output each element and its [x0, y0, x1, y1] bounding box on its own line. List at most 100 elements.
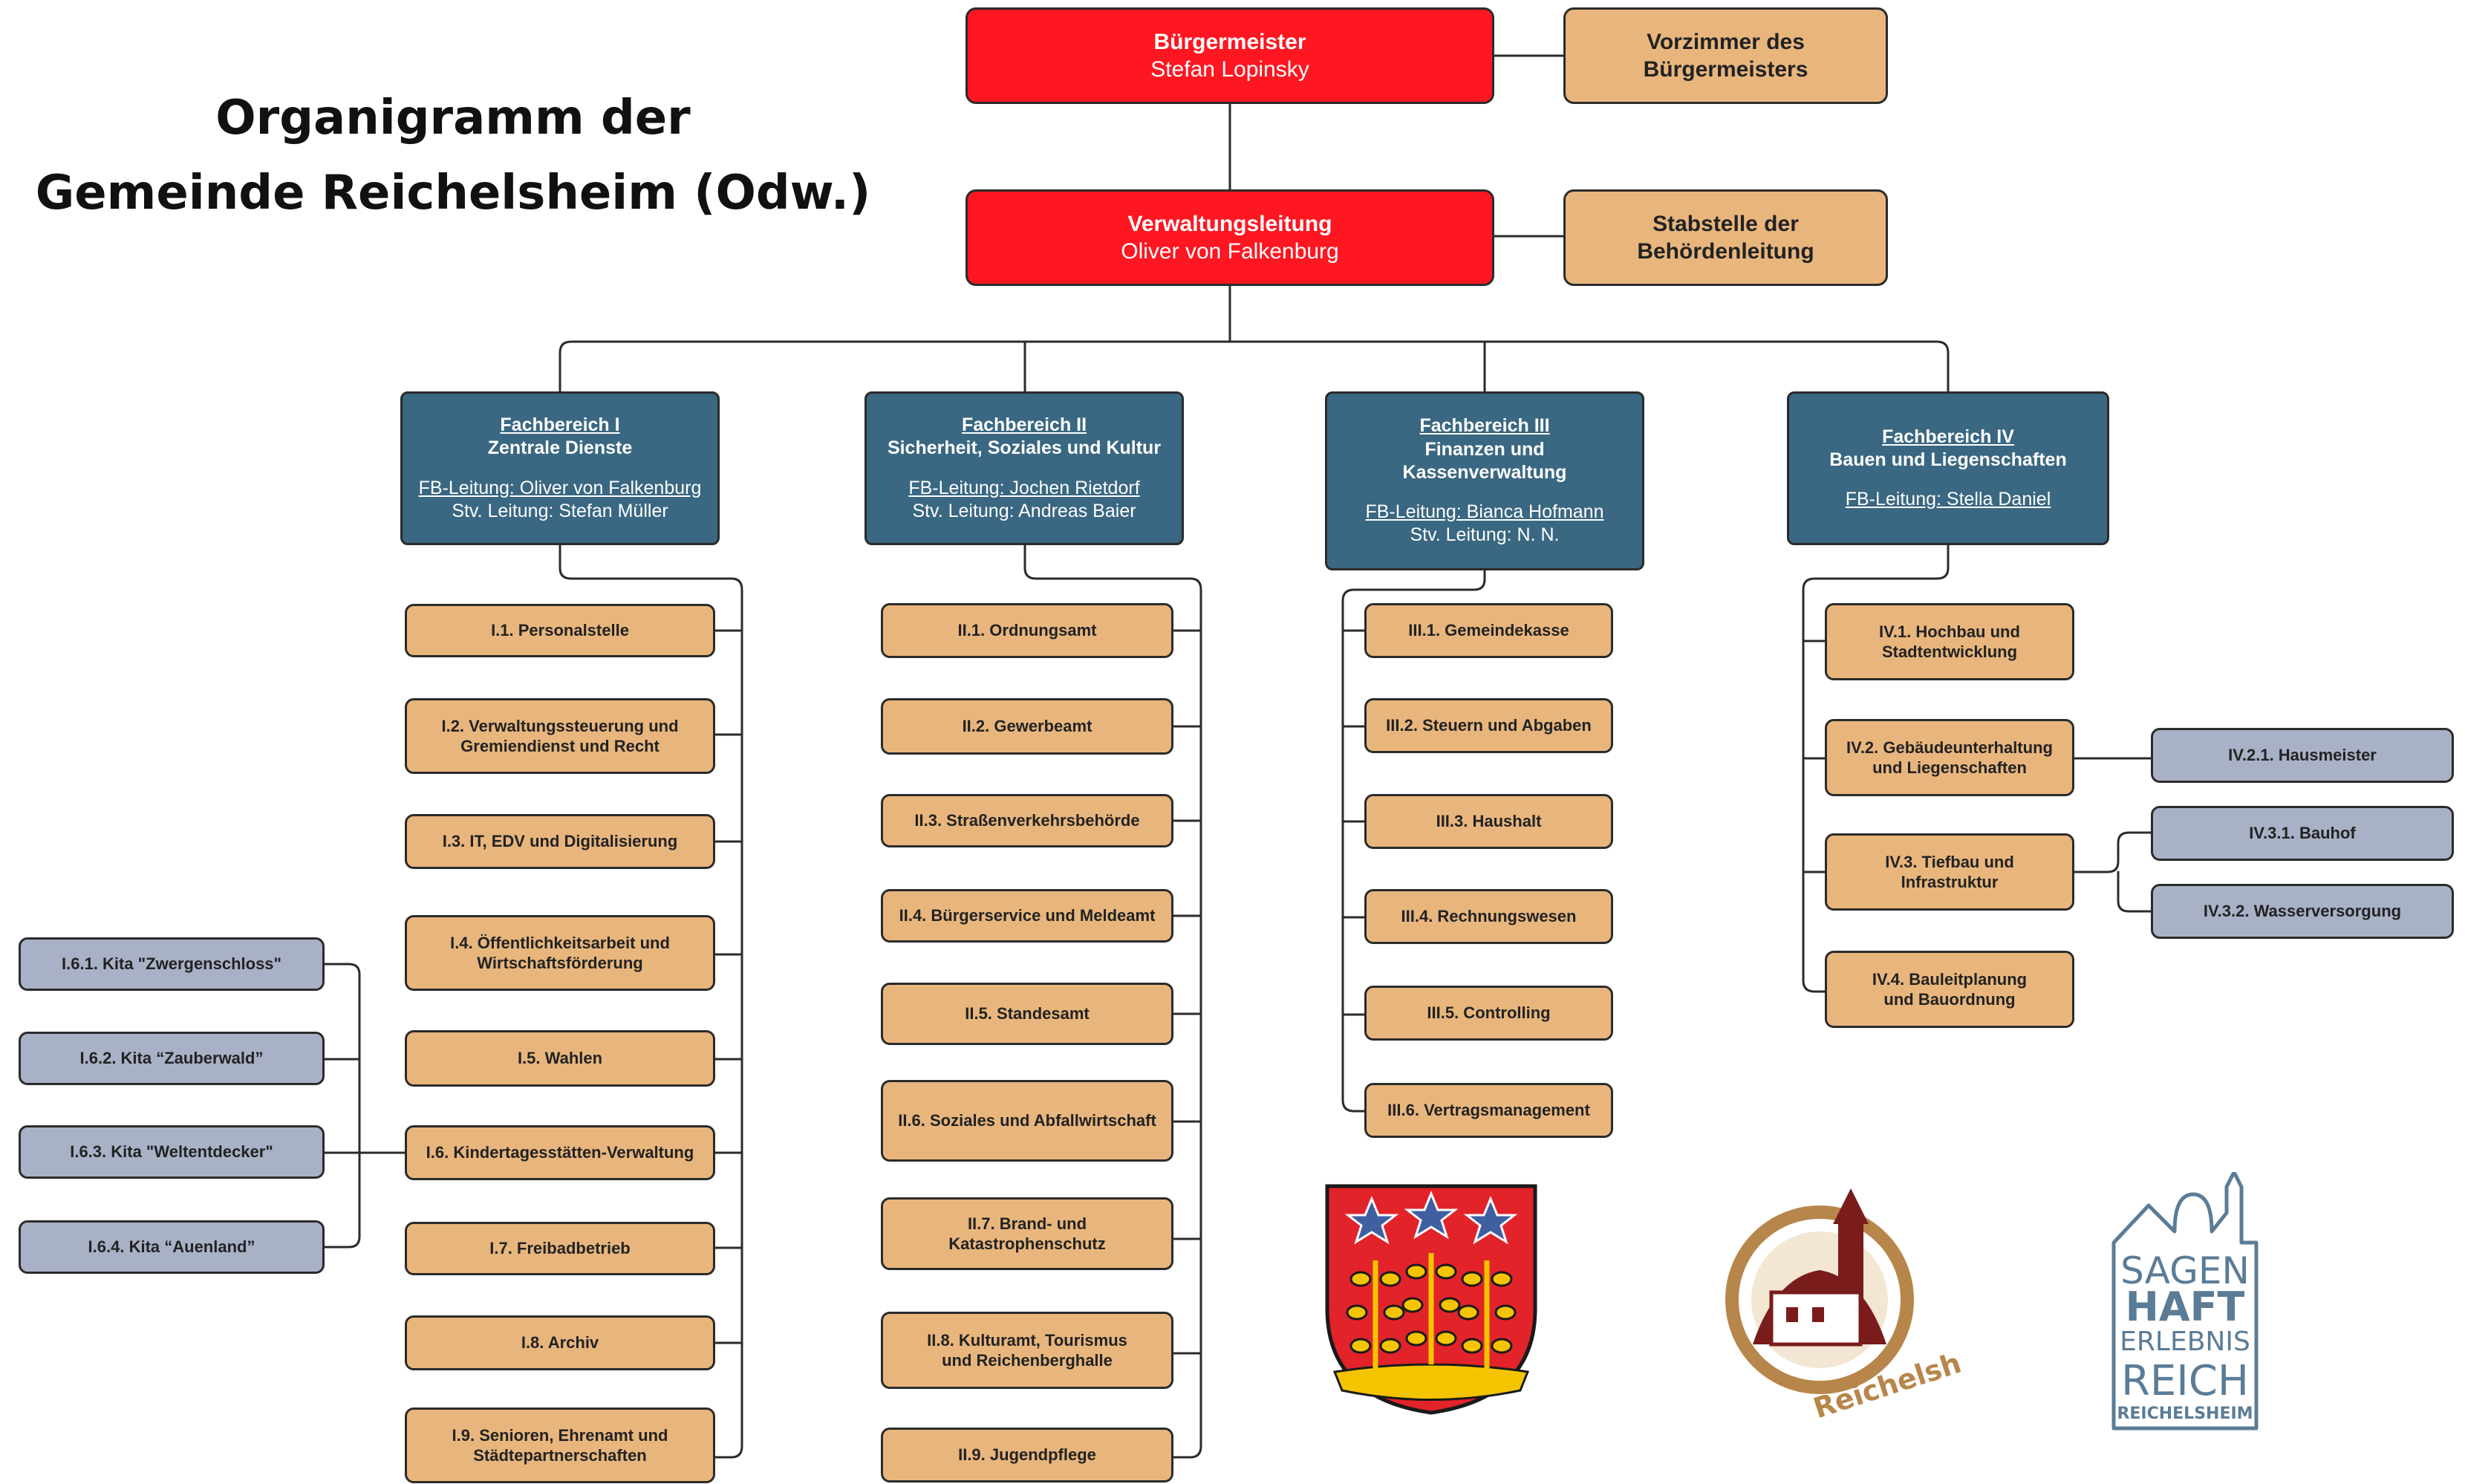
title-line-2: Gemeinde Reichelsheim (Odw.)	[35, 166, 871, 221]
unit-box-label-1: III.3. Haushalt	[1436, 812, 1542, 831]
admin-lead-role: Verwaltungsleitung	[1127, 211, 1332, 236]
unit-box-label-2: und Liegenschaften	[1872, 758, 2027, 777]
unit-box-label-1: II.3. Straßenverkehrsbehörde	[914, 811, 1140, 830]
department-1-lead: FB-Leitung: Oliver von Falkenburg	[418, 477, 702, 498]
mayor-role: Bürgermeister	[1153, 29, 1306, 54]
unit-box-label-2: und Bauordnung	[1883, 990, 2016, 1009]
unit-box: III.5. Controlling	[1364, 986, 1613, 1041]
unit-box-label-1: IV.4. Bauleitplanung	[1872, 969, 2028, 989]
church-logo-icon: Reichelsheim	[1725, 1188, 1961, 1419]
subunit-box: IV.3.1. Bauhof	[2151, 806, 2454, 861]
unit-box-label-1: III.4. Rechnungswesen	[1401, 907, 1577, 926]
unit-box-label-1: II.5. Standesamt	[965, 1004, 1090, 1023]
department-2-deputy: Stv. Leitung: Andreas Baier	[912, 500, 1136, 521]
subunit-box-label: I.6.4. Kita “Auenland”	[88, 1237, 255, 1257]
sagenhaft-logo-icon: SAGEN HAFT ERLEBNIS REICH REICHELSHEIM	[2111, 1172, 2259, 1431]
department-1-box: Fachbereich I Zentrale Dienste FB-Leitun…	[400, 391, 720, 545]
unit-box: I.7. Freibadbetrieb	[405, 1222, 715, 1275]
staff-unit-box: Stabstelle der Behördenleitung	[1563, 189, 1888, 286]
unit-box-label-2: Katastrophenschutz	[948, 1234, 1106, 1253]
unit-box-label-1: I.2. Verwaltungssteuerung und	[441, 716, 679, 735]
unit-box-label-1: II.9. Jugendpflege	[958, 1445, 1096, 1465]
subunit-box: I.6.2. Kita “Zauberwald”	[19, 1032, 325, 1085]
department-3-deputy: Stv. Leitung: N. N.	[1410, 524, 1560, 546]
coat-of-arms-icon	[1325, 1184, 1537, 1415]
unit-box: III.6. Vertragsmanagement	[1364, 1083, 1613, 1138]
sagenhaft-word-1: SAGEN	[2120, 1249, 2250, 1292]
unit-box: II.3. Straßenverkehrsbehörde	[881, 794, 1173, 847]
unit-box-label-2: Städtepartnerschaften	[473, 1446, 647, 1465]
department-3-box: Fachbereich III Finanzen und Kassenverwa…	[1325, 391, 1644, 570]
unit-box-label-1: I.9. Senioren, Ehrenamt und	[452, 1425, 668, 1445]
subunit-box-label: IV.3.2. Wasserversorgung	[2203, 902, 2402, 921]
unit-box: III.3. Haushalt	[1364, 794, 1613, 849]
unit-box: II.9. Jugendpflege	[881, 1428, 1173, 1483]
department-4-name: Bauen und Liegenschaften	[1829, 449, 2067, 470]
unit-box: I.8. Archiv	[405, 1315, 715, 1370]
unit-box: I.6. Kindertagesstätten-Verwaltung	[405, 1125, 715, 1180]
unit-box: I.3. IT, EDV und Digitalisierung	[405, 814, 715, 869]
department-2-title: Fachbereich II	[961, 414, 1087, 435]
unit-box: II.5. Standesamt	[881, 983, 1173, 1045]
unit-box-label-1: I.5. Wahlen	[517, 1049, 603, 1068]
department-3-name-2: Kassenverwaltung	[1402, 461, 1567, 483]
unit-box-label-2: Gremiendienst und Recht	[460, 737, 660, 755]
department-4-box: Fachbereich IV Bauen und Liegenschaften …	[1787, 391, 2109, 545]
unit-box: II.1. Ordnungsamt	[881, 603, 1173, 658]
unit-box: III.1. Gemeindekasse	[1364, 603, 1613, 658]
subunit-box: I.6.4. Kita “Auenland”	[19, 1220, 325, 1274]
unit-box-label-1: I.8. Archiv	[521, 1333, 599, 1353]
department-1-title: Fachbereich I	[500, 414, 620, 435]
subunit-box: I.6.1. Kita "Zwergenschloss"	[19, 937, 325, 991]
unit-box: I.1. Personalstelle	[405, 604, 715, 657]
unit-box-label-1: III.2. Steuern und Abgaben	[1386, 716, 1592, 735]
unit-box-label-2: Wirtschaftsförderung	[477, 954, 643, 972]
subunit-box: I.6.3. Kita "Weltentdecker"	[19, 1125, 325, 1179]
unit-box: I.5. Wahlen	[405, 1030, 715, 1087]
unit-box-label-1: IV.1. Hochbau und	[1879, 622, 2020, 641]
mayor-name: Stefan Lopinsky	[1150, 57, 1309, 82]
unit-box: III.2. Steuern und Abgaben	[1364, 698, 1613, 753]
unit-box: II.2. Gewerbeamt	[881, 698, 1173, 755]
sagenhaft-word-4: REICH	[2121, 1357, 2249, 1405]
unit-box-label-1: II.4. Bürgerservice und Meldeamt	[899, 906, 1156, 925]
subunit-box-label: IV.3.1. Bauhof	[2249, 824, 2356, 843]
admin-lead-name: Oliver von Falkenburg	[1121, 239, 1339, 264]
department-1-deputy: Stv. Leitung: Stefan Müller	[452, 500, 668, 521]
unit-box-label-2: Infrastruktur	[1901, 873, 1999, 891]
unit-box-label-1: IV.2. Gebäudeunterhaltung	[1846, 738, 2053, 757]
staff-unit-line-2: Behördenleitung	[1637, 239, 1814, 264]
unit-box-label-1: III.5. Controlling	[1427, 1003, 1551, 1023]
department-4-title: Fachbereich IV	[1882, 426, 2014, 447]
page-subtitle: Gemeinde Reichelsheim (Odw.)	[0, 166, 906, 221]
department-4-lead: FB-Leitung: Stella Daniel	[1845, 489, 2051, 510]
department-1-name: Zentrale Dienste	[487, 437, 633, 459]
unit-box-label-1: II.8. Kulturamt, Tourismus	[927, 1330, 1127, 1350]
unit-box-label-1: I.7. Freibadbetrieb	[489, 1239, 631, 1258]
mayor-box: Bürgermeister Stefan Lopinsky	[966, 7, 1494, 104]
mayor-office-line-2: Bürgermeisters	[1643, 57, 1808, 82]
department-3-lead: FB-Leitung: Bianca Hofmann	[1365, 501, 1604, 523]
department-3-name-1: Finanzen und	[1424, 438, 1545, 460]
unit-box: II.6. Soziales und Abfallwirtschaft	[881, 1080, 1173, 1162]
admin-lead-box: Verwaltungsleitung Oliver von Falkenburg	[966, 189, 1494, 286]
unit-box: III.4. Rechnungswesen	[1364, 889, 1613, 944]
unit-box-label-1: IV.3. Tiefbau und	[1885, 852, 2014, 871]
sagenhaft-word-2: HAFT	[2126, 1283, 2245, 1330]
unit-box-label-1: II.1. Ordnungsamt	[957, 621, 1097, 640]
unit-box: II.4. Bürgerservice und Meldeamt	[881, 889, 1173, 943]
subunit-box-label: I.6.3. Kita "Weltentdecker"	[70, 1142, 273, 1162]
unit-box-label-1: II.6. Soziales und Abfallwirtschaft	[898, 1111, 1156, 1130]
title-line-1: Organigramm der	[215, 91, 691, 146]
mayor-office-box: Vorzimmer des Bürgermeisters	[1563, 7, 1888, 104]
